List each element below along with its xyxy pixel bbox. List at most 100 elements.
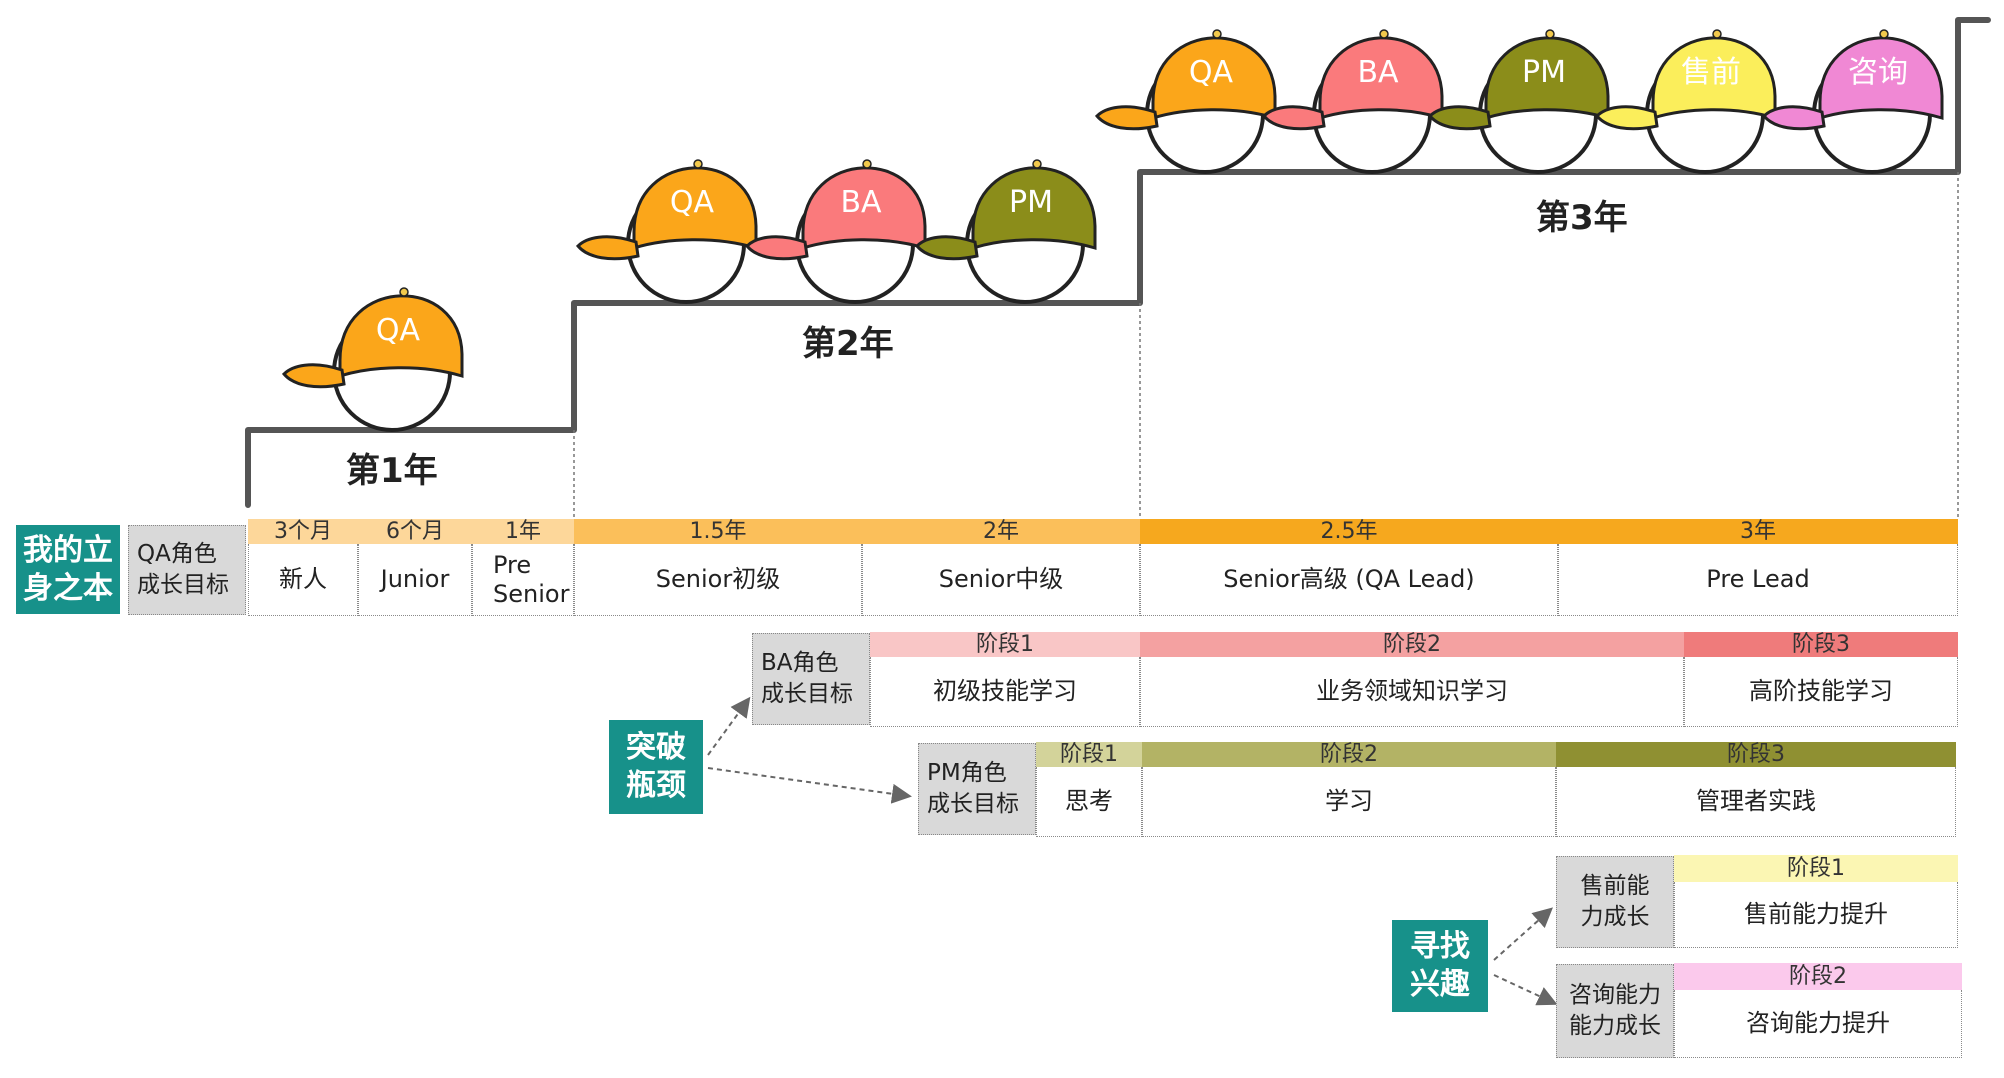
- breakthrough-box: 突破 瓶颈: [609, 720, 703, 814]
- pm-label-line2: 成长目标: [927, 791, 1019, 817]
- pm-stage-2: 阶段2: [1142, 742, 1556, 767]
- qa-cap-year3: QA: [1094, 29, 1277, 174]
- presales-cap-year3: 售前: [1594, 29, 1777, 174]
- cap-brim: [914, 235, 979, 261]
- presales-row-label: 售前能 力成长: [1556, 856, 1674, 948]
- arrow-to-presales: [1493, 907, 1553, 961]
- foundation-line1: 我的立: [23, 532, 113, 568]
- ba-cap-year2: BA: [744, 159, 927, 304]
- cap-brim: [1261, 105, 1326, 131]
- cap-crown: [1818, 36, 1944, 121]
- cap-label: BA: [840, 185, 882, 220]
- interest-box: 寻找 兴趣: [1392, 920, 1488, 1012]
- cap-crown: [1484, 36, 1610, 121]
- qa-time-1-5y: 1.5年: [574, 519, 862, 544]
- ba-stage-3: 阶段3: [1684, 632, 1958, 657]
- qa-level-junior: Junior: [358, 544, 472, 616]
- ba-row-label: BA角色 成长目标: [752, 633, 870, 725]
- pm-stage-1: 阶段1: [1036, 742, 1142, 767]
- qa-level-pre-senior: Pre Senior: [472, 544, 574, 616]
- pm-row-label: PM角色 成长目标: [918, 743, 1036, 835]
- qa-level-senior-mid: Senior中级: [862, 544, 1140, 616]
- pm-goal-1: 思考: [1036, 767, 1142, 837]
- consult-label-line2: 能力成长: [1569, 1013, 1661, 1039]
- pm-cap-year2: PM: [914, 159, 1097, 304]
- pm-goal-2: 学习: [1142, 767, 1556, 837]
- presales-goal: 售前能力提升: [1674, 882, 1958, 948]
- qa-label-line2: 成长目标: [137, 572, 229, 598]
- year-1-label: 第1年: [346, 451, 438, 491]
- cap-crown: [338, 294, 464, 379]
- cap-brim: [1427, 105, 1492, 131]
- year-2-label: 第2年: [802, 324, 894, 364]
- pre-senior-line2: Senior: [493, 579, 570, 608]
- qa-level-senior-high: Senior高级 (QA Lead): [1140, 544, 1558, 616]
- cap-brim: [1094, 105, 1159, 131]
- qa-row-label: QA角色 成长目标: [128, 525, 246, 615]
- foundation-box: 我的立 身之本: [16, 525, 120, 614]
- qa-time-3m: 3个月: [248, 519, 358, 544]
- consult-cap-year3: 咨询: [1761, 29, 1944, 174]
- cap-brim: [575, 235, 640, 261]
- qa-time-2y: 2年: [862, 519, 1140, 544]
- cap-brim: [1761, 105, 1826, 131]
- cap-button: [1545, 29, 1555, 39]
- cap-button: [862, 159, 872, 169]
- pre-senior-line1: Pre: [493, 550, 532, 579]
- cap-button: [1712, 29, 1722, 39]
- ba-label-line1: BA角色: [761, 650, 839, 676]
- qa-cap-year2: QA: [575, 159, 758, 304]
- year-3-label: 第3年: [1536, 198, 1628, 238]
- cap-brim: [281, 363, 346, 389]
- qa-label-line1: QA角色: [137, 541, 217, 567]
- consult-stage-2: 阶段2: [1674, 963, 1962, 990]
- pm-goal-3: 管理者实践: [1556, 767, 1956, 837]
- pm-stage-3: 阶段3: [1556, 742, 1956, 767]
- qa-time-6m: 6个月: [358, 519, 472, 544]
- cap-button: [693, 159, 703, 169]
- qa-time-1y: 1年: [472, 519, 574, 544]
- cap-label: PM: [1009, 185, 1053, 220]
- arrow-to-consult: [1493, 974, 1558, 1006]
- qa-level-newbie: 新人: [248, 544, 358, 616]
- presales-label-line2: 力成长: [1580, 904, 1650, 930]
- interest-line2: 兴趣: [1410, 967, 1470, 1002]
- cap-label: 售前: [1681, 55, 1741, 90]
- ba-goal-2: 业务领域知识学习: [1140, 657, 1684, 727]
- cap-brim: [744, 235, 809, 261]
- cap-crown: [1651, 36, 1777, 121]
- ba-goal-1: 初级技能学习: [870, 657, 1140, 727]
- cap-button: [399, 287, 409, 297]
- arrow-to-ba: [707, 696, 751, 756]
- qa-time-3y: 3年: [1558, 519, 1958, 544]
- consult-goal: 咨询能力提升: [1674, 990, 1962, 1058]
- foundation-line2: 身之本: [23, 570, 113, 606]
- cap-crown: [1151, 36, 1277, 121]
- cap-crown: [1318, 36, 1444, 121]
- consult-label-line1: 咨询能力: [1569, 982, 1661, 1008]
- qa-level-senior-junior: Senior初级: [574, 544, 862, 616]
- breakthrough-line1: 突破: [626, 730, 686, 765]
- cap-label: QA: [376, 313, 421, 348]
- cap-button: [1379, 29, 1389, 39]
- cap-button: [1879, 29, 1889, 39]
- cap-label: PM: [1522, 55, 1566, 90]
- ba-stage-1: 阶段1: [870, 632, 1140, 657]
- qa-time-2-5y: 2.5年: [1140, 519, 1558, 544]
- cap-crown: [801, 166, 927, 251]
- ba-stage-2: 阶段2: [1140, 632, 1684, 657]
- consult-row-label: 咨询能力 能力成长: [1556, 964, 1674, 1058]
- pm-cap-year3: PM: [1427, 29, 1610, 174]
- presales-label-line1: 售前能: [1580, 873, 1650, 899]
- cap-label: 咨询: [1848, 55, 1908, 90]
- ba-label-line2: 成长目标: [761, 681, 853, 707]
- cap-label: QA: [1189, 55, 1234, 90]
- arrow-to-pm: [707, 767, 912, 804]
- pm-label-line1: PM角色: [927, 760, 1007, 786]
- qa-cap-year1: QA: [281, 287, 464, 432]
- interest-line1: 寻找: [1410, 929, 1470, 964]
- breakthrough-line2: 瓶颈: [626, 768, 686, 803]
